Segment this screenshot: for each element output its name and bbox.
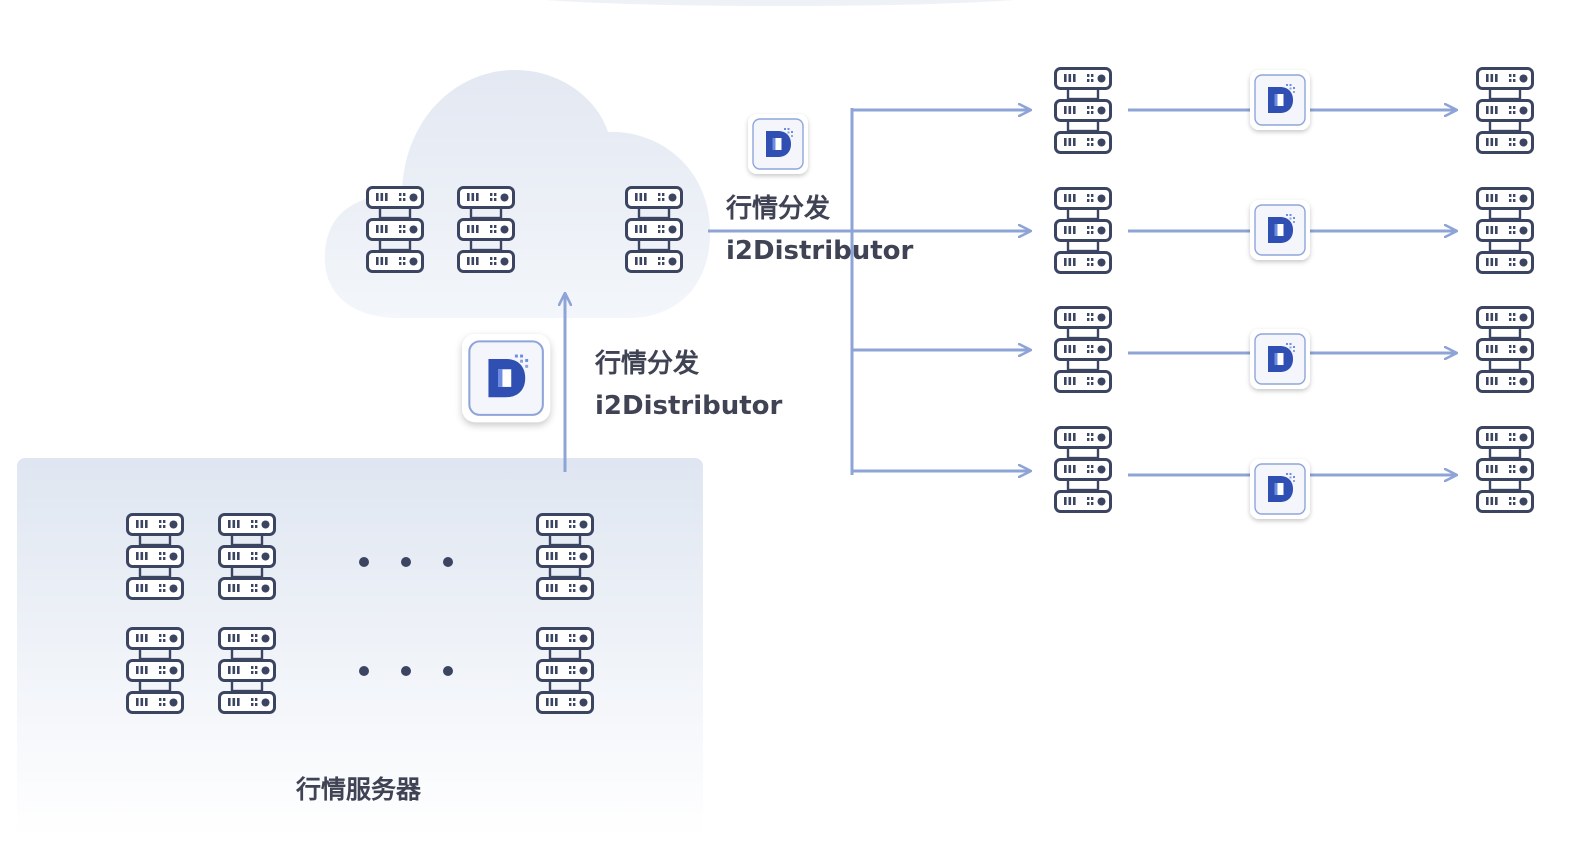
distributor-label-en: i2Distributor [595,391,783,421]
server-icon [1054,67,1112,154]
top-shadow [546,0,1014,6]
market-server-panel [17,458,703,838]
server-icon [218,627,276,714]
ellipsis-dots [359,557,453,676]
i2distributor-logo-icon [1250,459,1310,519]
i2distributor-logo-icon [1250,200,1310,260]
server-icon [457,186,515,273]
server-icon [1054,306,1112,393]
server-icon [218,513,276,600]
i2distributor-logo-icon [748,114,808,174]
server-icon [536,627,594,714]
i2distributor-logo-icon [1250,329,1310,389]
distributor-label-cn: 行情分发 [726,194,831,224]
distributor-label-en: i2Distributor [726,236,914,266]
i2distributor-logo-icon [462,334,550,422]
server-icon [366,186,424,273]
server-icon [1476,67,1534,154]
i2distributor-logo-icon [1250,70,1310,130]
server-icon [1476,426,1534,513]
server-icon [1476,306,1534,393]
distributor-label-cn: 行情分发 [595,349,700,379]
server-icon [126,627,184,714]
distributor-label-top: 行情分发 i2Distributor [726,188,913,272]
server-icon [1054,187,1112,274]
server-icon [126,513,184,600]
server-icon [1476,187,1534,274]
server-icon [1054,426,1112,513]
distributor-label-left: 行情分发 i2Distributor [595,343,782,427]
server-icon [625,186,683,273]
server-icon [536,513,594,600]
market-server-label: 行情服务器 [296,775,422,804]
